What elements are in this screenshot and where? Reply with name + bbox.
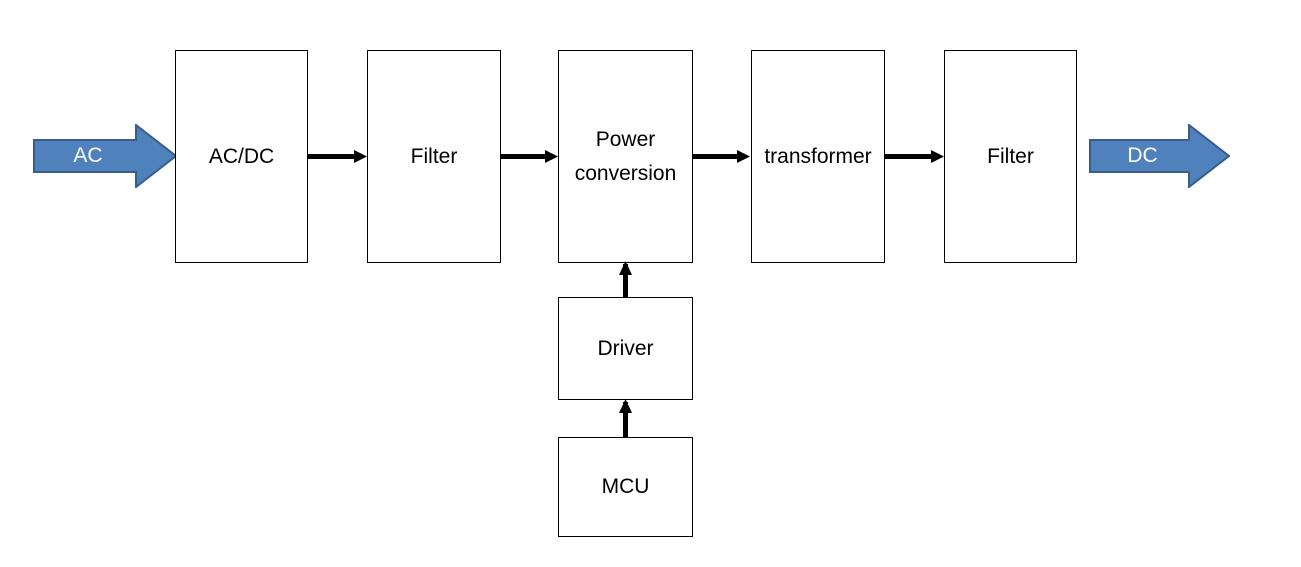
block-acdc-label: AC/DC xyxy=(208,144,275,168)
block-driver-label: Driver xyxy=(597,336,654,360)
block-transformer[interactable]: transformer xyxy=(751,50,885,263)
connector-acdc-to-filter1 xyxy=(308,148,368,165)
block-arrow-shape xyxy=(1089,124,1230,188)
input-block-arrow-ac[interactable]: AC xyxy=(33,124,177,188)
arrow-right-icon xyxy=(308,150,367,163)
block-power-conversion-label: Power conversion xyxy=(574,127,677,185)
block-filter2-label: Filter xyxy=(987,144,1034,168)
block-arrow-shape xyxy=(33,124,177,188)
arrow-up-icon xyxy=(619,261,632,299)
connector-driver-to-powerconv xyxy=(617,261,634,299)
arrow-up-icon xyxy=(619,399,632,438)
block-acdc[interactable]: AC/DC xyxy=(175,50,308,263)
block-power-conversion[interactable]: Power conversion xyxy=(558,50,693,263)
block-filter1[interactable]: Filter xyxy=(367,50,501,263)
connector-transformer-to-filter2 xyxy=(885,148,945,165)
block-filter1-label: Filter xyxy=(410,144,458,168)
arrow-right-icon xyxy=(501,150,558,163)
connector-mcu-to-driver xyxy=(617,399,634,438)
arrow-right-icon xyxy=(693,150,750,163)
block-mcu[interactable]: MCU xyxy=(558,437,693,537)
block-filter2[interactable]: Filter xyxy=(944,50,1077,263)
block-transformer-label: transformer xyxy=(764,144,872,168)
connector-powerconv-to-transformer xyxy=(693,148,751,165)
output-block-arrow-dc[interactable]: DC xyxy=(1089,124,1230,188)
arrow-right-icon xyxy=(885,150,944,163)
connector-filter1-to-powerconv xyxy=(501,148,559,165)
block-mcu-label: MCU xyxy=(601,475,650,498)
block-driver[interactable]: Driver xyxy=(558,297,693,400)
